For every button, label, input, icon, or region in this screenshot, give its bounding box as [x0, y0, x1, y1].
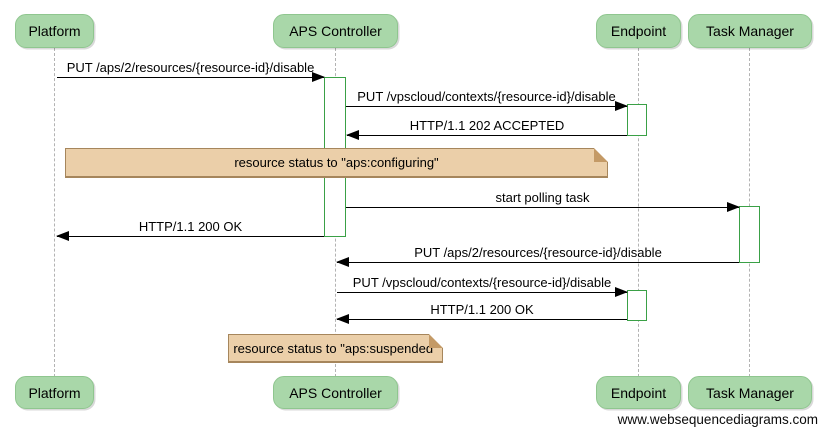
arrowhead-left-icon [336, 257, 349, 267]
message-put-disable-platform-to-aps: PUT /aps/2/resources/{resource-id}/disab… [57, 57, 325, 82]
note-text: resource status to "aps:configuring" [234, 155, 439, 170]
message-200-ok-aps-to-platform: HTTP/1.1 200 OK [56, 216, 324, 241]
actor-task-manager-bottom: Task Manager [688, 376, 812, 409]
message-label: PUT /vpscloud/contexts/{resource-id}/dis… [357, 89, 616, 104]
lifeline-platform [54, 48, 55, 377]
message-label: PUT /vpscloud/contexts/{resource-id}/dis… [352, 275, 612, 290]
arrowhead-right-icon [615, 101, 628, 111]
note-aps-suspended: resource status to "aps:suspended" [228, 334, 443, 363]
arrowhead-right-icon [312, 72, 325, 82]
arrowhead-left-icon [336, 314, 349, 324]
message-start-polling-task: start polling task [346, 187, 740, 212]
message-label: start polling task [495, 190, 590, 205]
actor-aps-controller-bottom: APS Controller [273, 376, 398, 409]
actor-platform-top: Platform [15, 14, 94, 48]
note-fold-icon [429, 334, 443, 348]
actor-platform-bottom: Platform [15, 376, 94, 409]
message-label: HTTP/1.1 200 OK [430, 302, 534, 317]
message-label: PUT /aps/2/resources/{resource-id}/disab… [414, 245, 662, 260]
message-202-accepted-endpoint-to-aps: HTTP/1.1 202 ACCEPTED [346, 115, 627, 140]
actor-task-manager-top: Task Manager [688, 14, 812, 48]
message-200-ok-endpoint-to-aps: HTTP/1.1 200 OK [336, 299, 627, 324]
activation-endpoint-2 [627, 290, 647, 321]
message-put-vpscloud-aps-to-endpoint: PUT /vpscloud/contexts/{resource-id}/dis… [346, 86, 628, 111]
note-fold-icon [594, 148, 608, 162]
lifeline-endpoint [638, 48, 639, 377]
watermark: www.websequencediagrams.com [617, 412, 818, 427]
message-label: HTTP/1.1 200 OK [138, 219, 243, 234]
message-put-vpscloud-aps-to-endpoint-2: PUT /vpscloud/contexts/{resource-id}/dis… [337, 272, 628, 297]
actor-aps-controller-top: APS Controller [273, 14, 398, 48]
actor-endpoint-bottom: Endpoint [596, 376, 681, 409]
message-label: PUT /aps/2/resources/{resource-id}/disab… [66, 60, 315, 75]
message-label: HTTP/1.1 202 ACCEPTED [409, 118, 565, 133]
actor-endpoint-top: Endpoint [596, 14, 681, 48]
activation-task-manager [739, 206, 760, 263]
arrowhead-right-icon [727, 202, 740, 212]
arrowhead-right-icon [615, 287, 628, 297]
message-put-disable-taskmgr-to-aps: PUT /aps/2/resources/{resource-id}/disab… [336, 242, 739, 267]
arrowhead-left-icon [346, 130, 359, 140]
note-aps-configuring: resource status to "aps:configuring" [65, 148, 608, 178]
note-text: resource status to "aps:suspended" [233, 340, 438, 356]
activation-endpoint-1 [627, 104, 647, 136]
arrowhead-left-icon [56, 231, 69, 241]
